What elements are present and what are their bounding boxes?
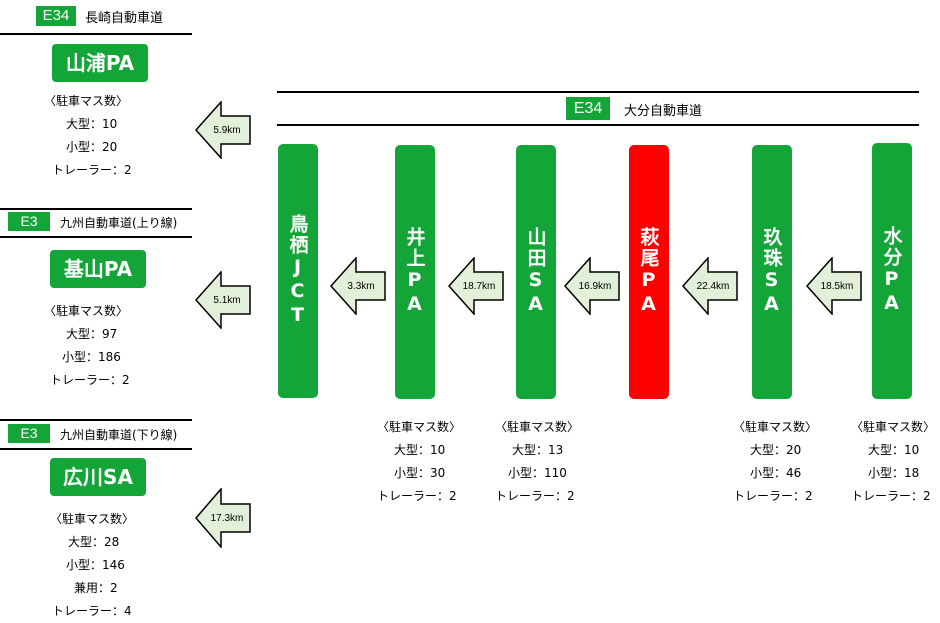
- parking-small: 小型：20: [66, 140, 118, 154]
- distance-arrow-inoue-yamada: 18.7km: [448, 257, 504, 315]
- parking-small: 小型：186: [62, 350, 121, 364]
- parking-heading: 〈駐車マス数〉: [50, 512, 135, 526]
- parking-heading: 〈駐車マス数〉: [851, 420, 936, 434]
- distance-arrow-kiyama: 5.1km: [195, 271, 251, 329]
- parking-large: 大型：13: [512, 443, 564, 457]
- parking-trailer: トレーラー：2: [495, 489, 575, 503]
- left-arrow-icon: [195, 488, 251, 548]
- parking-info-yamada: 〈駐車マス数〉 大型：13 小型：110 トレーラー：2: [495, 416, 579, 508]
- distance-label: 16.9km: [578, 281, 612, 292]
- parking-info-yamaura: 〈駐車マス数〉 大型：10 小型：20 トレーラー：2: [44, 90, 132, 182]
- distance-label: 22.4km: [696, 281, 730, 292]
- left-arrow-icon: [806, 257, 862, 315]
- divider-line: [0, 419, 192, 421]
- parking-heading: 〈駐車マス数〉: [44, 94, 129, 108]
- distance-arrow-kusu-mizuwake: 18.5km: [806, 257, 862, 315]
- distance-arrow-yamada-hagio: 16.9km: [564, 257, 620, 315]
- station-hagio-pa: 萩尾PA: [629, 145, 669, 399]
- parking-heading: 〈駐車マス数〉: [495, 420, 580, 434]
- parking-info-kiyama: 〈駐車マス数〉 大型：97 小型：186 トレーラー：2: [44, 300, 130, 392]
- parking-large: 大型：10: [394, 443, 446, 457]
- distance-arrow-tosu-inoue: 3.3km: [330, 257, 386, 315]
- route-name-kyushu-up: 九州自動車道(上り線): [60, 216, 178, 230]
- station-inoue-pa: 井上PA: [395, 145, 435, 399]
- divider-line: [0, 33, 192, 35]
- distance-label: 3.3km: [347, 281, 375, 292]
- parking-trailer: トレーラー：2: [52, 163, 132, 177]
- distance-arrow-hagio-kusu: 22.4km: [682, 257, 738, 315]
- parking-trailer: トレーラー：2: [733, 489, 813, 503]
- route-badge-e34: E34: [566, 97, 610, 120]
- route-name-kyushu-down: 九州自動車道(下り線): [60, 428, 178, 442]
- parking-heading: 〈駐車マス数〉: [733, 420, 818, 434]
- parking-small: 小型：30: [394, 466, 446, 480]
- route-name-nagasaki: 長崎自動車道: [85, 11, 164, 26]
- left-arrow-icon: [564, 257, 620, 315]
- parking-heading: 〈駐車マス数〉: [377, 420, 462, 434]
- parking-small: 小型：18: [868, 466, 920, 480]
- left-arrow-icon: [682, 257, 738, 315]
- left-arrow-icon: [195, 101, 251, 159]
- pa-label-yamaura: 山浦PA: [52, 44, 148, 82]
- route-name-oita: 大分自動車道: [624, 104, 703, 119]
- divider-line: [0, 448, 192, 450]
- parking-small: 小型：146: [66, 558, 125, 572]
- distance-arrow-hirokawa: 17.3km: [195, 488, 251, 548]
- pa-label-hirokawa: 広川SA: [50, 458, 146, 496]
- parking-heading: 〈駐車マス数〉: [44, 304, 129, 318]
- left-arrow-icon: [330, 257, 386, 315]
- left-arrow-icon: [195, 271, 251, 329]
- parking-large: 大型：28: [68, 535, 120, 549]
- parking-trailer: トレーラー：4: [52, 604, 132, 618]
- station-kusu-sa: 玖珠SA: [752, 145, 792, 399]
- parking-info-kusu: 〈駐車マス数〉 大型：20 小型：46 トレーラー：2: [733, 416, 817, 508]
- parking-info-hirokawa: 〈駐車マス数〉 大型：28 小型：146 兼用：2 トレーラー：4: [44, 508, 134, 623]
- station-yamada-sa: 山田SA: [516, 145, 556, 399]
- distance-arrow-yamaura: 5.9km: [195, 101, 251, 159]
- divider-line: [0, 236, 192, 238]
- station-tosu-jct: 鳥栖JCT: [278, 144, 318, 398]
- distance-label: 17.3km: [210, 513, 244, 524]
- route-badge-e3: E3: [8, 212, 50, 231]
- divider-line: [277, 124, 919, 126]
- parking-large: 大型：20: [750, 443, 802, 457]
- parking-info-inoue: 〈駐車マス数〉 大型：10 小型：30 トレーラー：2: [377, 416, 461, 508]
- parking-trailer: トレーラー：2: [851, 489, 931, 503]
- route-badge-e34: E34: [36, 6, 76, 26]
- route-badge-e3: E3: [8, 424, 50, 443]
- parking-small: 小型：110: [508, 466, 567, 480]
- distance-label: 5.9km: [213, 125, 241, 136]
- parking-trailer: トレーラー：2: [377, 489, 457, 503]
- parking-small: 小型：46: [750, 466, 802, 480]
- left-arrow-icon: [448, 257, 504, 315]
- parking-shared: 兼用：2: [74, 581, 118, 595]
- distance-label: 18.5km: [820, 281, 854, 292]
- parking-info-mizuwake: 〈駐車マス数〉 大型：10 小型：18 トレーラー：2: [851, 416, 935, 508]
- parking-large: 大型：10: [868, 443, 920, 457]
- parking-trailer: トレーラー：2: [50, 373, 130, 387]
- divider-line: [0, 208, 192, 210]
- pa-label-kiyama: 基山PA: [50, 250, 146, 288]
- distance-label: 18.7km: [462, 281, 496, 292]
- parking-large: 大型：97: [66, 327, 118, 341]
- station-mizuwake-pa: 水分PA: [872, 143, 912, 399]
- parking-large: 大型：10: [66, 117, 118, 131]
- divider-line: [277, 91, 919, 93]
- distance-label: 5.1km: [213, 295, 241, 306]
